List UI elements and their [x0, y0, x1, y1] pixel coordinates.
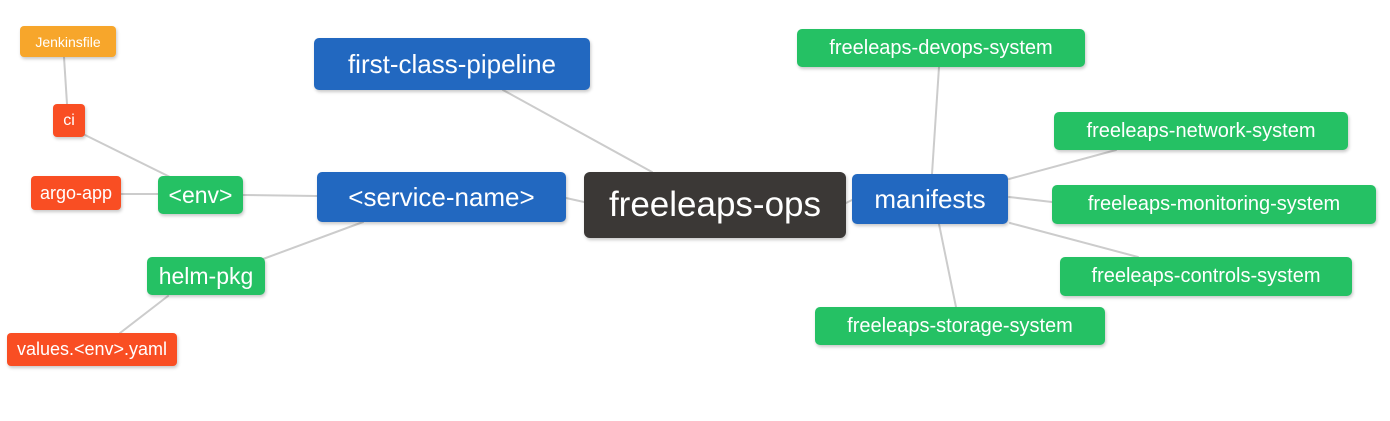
edge-ops-manifests	[845, 199, 853, 204]
node-env[interactable]: <env>	[158, 176, 243, 214]
node-ci[interactable]: ci	[53, 104, 85, 137]
node-helm-pkg[interactable]: helm-pkg	[147, 257, 265, 295]
edge-manifests-storage-system	[938, 223, 957, 308]
edge-env-service-name	[242, 194, 318, 197]
edge-manifests-devops-system	[931, 66, 940, 175]
node-freeleaps-ops-root[interactable]: freeleaps-ops	[584, 172, 846, 238]
edge-manifests-monitoring-system	[1008, 196, 1053, 203]
node-freeleaps-storage-system[interactable]: freeleaps-storage-system	[815, 307, 1105, 345]
node-freeleaps-monitoring-system[interactable]: freeleaps-monitoring-system	[1052, 185, 1376, 224]
edge-service-name-ops	[565, 197, 585, 203]
node-freeleaps-devops-system[interactable]: freeleaps-devops-system	[797, 29, 1085, 67]
edge-manifests-network-system	[1008, 149, 1117, 180]
edge-values-helm-pkg	[119, 295, 169, 334]
edge-manifests-controls-system	[1009, 222, 1139, 258]
node-manifests[interactable]: manifests	[852, 174, 1008, 224]
node-first-class-pipeline[interactable]: first-class-pipeline	[314, 38, 590, 90]
edge-ci-env	[82, 133, 171, 178]
edge-jenkinsfile-ci	[63, 56, 68, 105]
node-values-env-yaml[interactable]: values.<env>.yaml	[7, 333, 177, 366]
edge-helm-pkg-service-name	[262, 221, 364, 260]
node-freeleaps-controls-system[interactable]: freeleaps-controls-system	[1060, 257, 1352, 296]
node-jenkinsfile[interactable]: Jenkinsfile	[20, 26, 116, 57]
node-argo-app[interactable]: argo-app	[31, 176, 121, 210]
node-freeleaps-network-system[interactable]: freeleaps-network-system	[1054, 112, 1348, 150]
node-service-name[interactable]: <service-name>	[317, 172, 566, 222]
edge-first-class-pipeline-ops	[502, 89, 653, 173]
